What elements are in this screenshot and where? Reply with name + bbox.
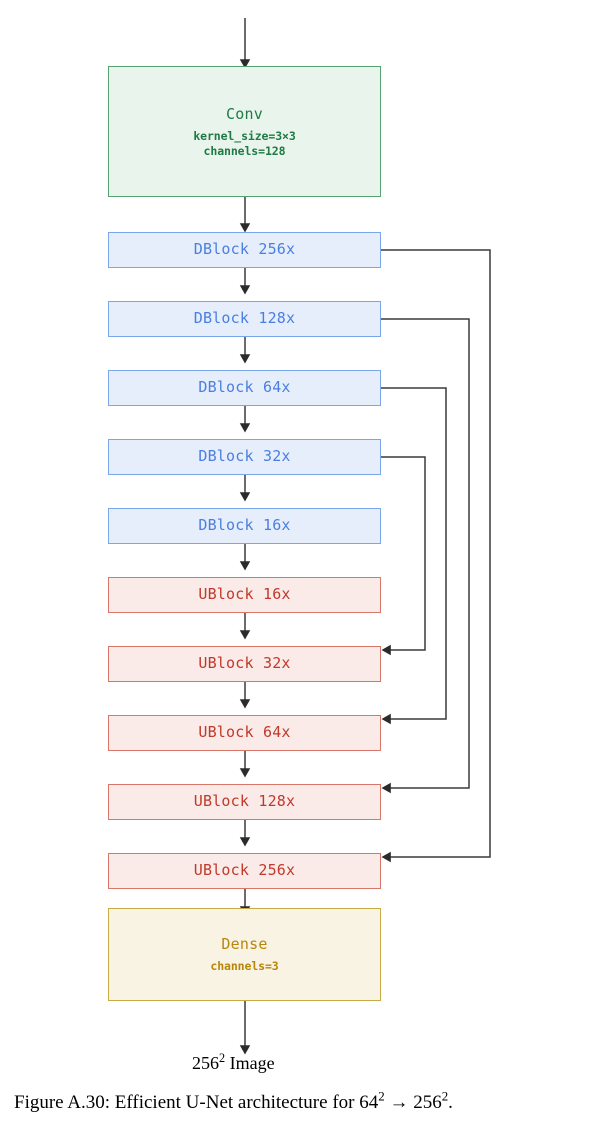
block-conv-kernel-size: kernel_size=3×3 <box>193 128 296 143</box>
block-ublock-128x[interactable]: UBlock 128x <box>108 784 381 820</box>
caption-arrow: → <box>384 1092 414 1113</box>
block-dblock-128x[interactable]: DBlock 128x <box>108 301 381 337</box>
block-dblock-16x[interactable]: DBlock 16x <box>108 508 381 544</box>
output-label-base: 256 <box>192 1053 219 1073</box>
block-dblock-64x-title: DBlock 64x <box>198 378 291 397</box>
block-ublock-32x-title: UBlock 32x <box>198 654 291 673</box>
block-dblock-32x[interactable]: DBlock 32x <box>108 439 381 475</box>
block-ublock-32x[interactable]: UBlock 32x <box>108 646 381 682</box>
block-ublock-64x[interactable]: UBlock 64x <box>108 715 381 751</box>
block-ublock-128x-title: UBlock 128x <box>193 792 296 811</box>
block-dense[interactable]: Dense channels=3 <box>108 908 381 1001</box>
block-dblock-128x-title: DBlock 128x <box>193 309 296 328</box>
caption-to: 256 <box>413 1092 442 1113</box>
block-ublock-16x-title: UBlock 16x <box>198 585 291 604</box>
output-label-text: Image <box>225 1053 275 1073</box>
skip-dblock-64x-to-ublock-64x <box>381 387 447 725</box>
skip-dblock-32x-to-ublock-32x <box>381 456 426 656</box>
block-ublock-256x-title: UBlock 256x <box>193 861 296 880</box>
block-dense-channels: channels=3 <box>210 959 279 974</box>
block-dense-title: Dense <box>221 935 268 954</box>
caption-prefix: Figure A.30: Efficient U-Net architectur… <box>14 1092 360 1113</box>
block-conv-channels: channels=128 <box>203 143 286 158</box>
skip-dblock-128x-to-ublock-128x <box>381 318 470 794</box>
caption-suffix: . <box>448 1092 453 1113</box>
block-dblock-256x[interactable]: DBlock 256x <box>108 232 381 268</box>
output-label-exponent: 2 <box>219 1051 226 1065</box>
block-ublock-256x[interactable]: UBlock 256x <box>108 853 381 889</box>
block-conv[interactable]: Conv kernel_size=3×3 channels=128 <box>108 66 381 197</box>
figure-caption: Figure A.30: Efficient U-Net architectur… <box>14 1088 453 1114</box>
block-ublock-64x-title: UBlock 64x <box>198 723 291 742</box>
block-dblock-256x-title: DBlock 256x <box>193 240 296 259</box>
caption-from: 64 <box>359 1092 379 1113</box>
output-label: 2562 Image <box>192 1051 275 1074</box>
caption-from-exponent: 2 <box>378 1088 385 1104</box>
block-conv-title: Conv <box>226 104 263 123</box>
skip-dblock-256x-to-ublock-256x <box>381 249 491 863</box>
caption-to-exponent: 2 <box>441 1088 449 1104</box>
block-dblock-16x-title: DBlock 16x <box>198 516 291 535</box>
block-dblock-64x[interactable]: DBlock 64x <box>108 370 381 406</box>
block-ublock-16x[interactable]: UBlock 16x <box>108 577 381 613</box>
block-dblock-32x-title: DBlock 32x <box>198 447 291 466</box>
